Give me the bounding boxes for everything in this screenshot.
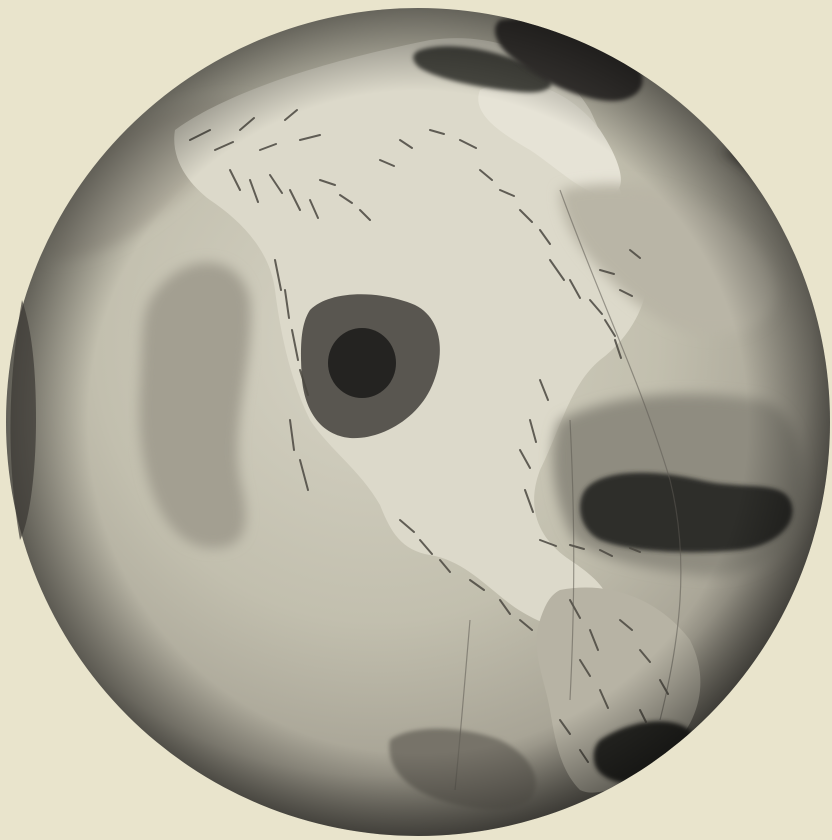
globe-limb-shadow — [6, 8, 830, 836]
globe-left-rim — [10, 300, 36, 540]
